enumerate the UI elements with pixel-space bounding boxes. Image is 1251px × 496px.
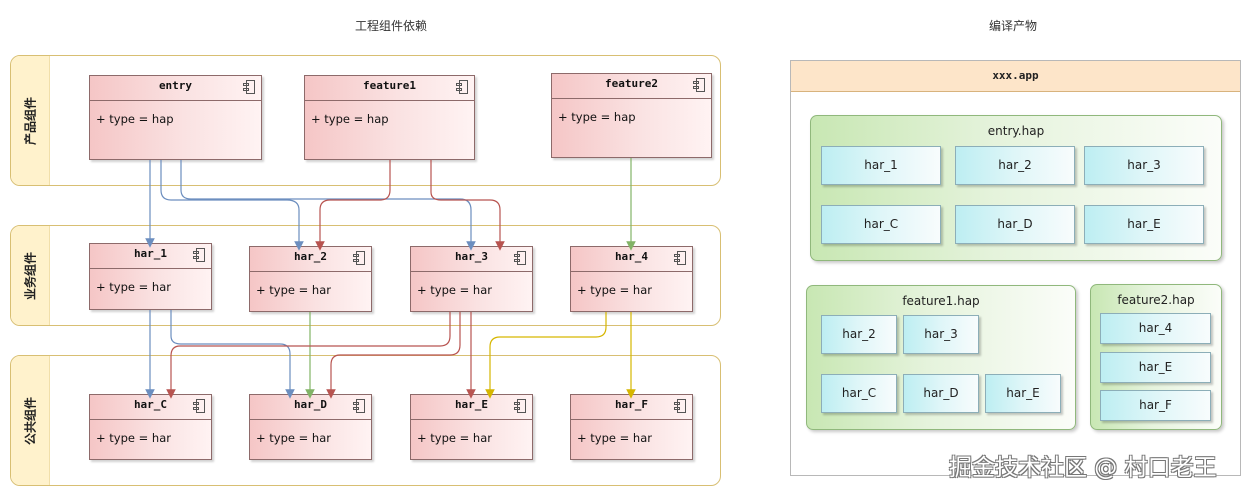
component-har-f-name: har_F bbox=[614, 398, 649, 411]
common-lane-label: 公共组件 bbox=[23, 396, 38, 445]
component-entry[interactable]: entry + type = hap bbox=[89, 75, 262, 160]
feature2-hap-title: feature2.hap bbox=[1117, 293, 1195, 307]
feature2-hap-item: har_E bbox=[1100, 352, 1211, 383]
component-feature1[interactable]: feature1 + type = hap bbox=[304, 75, 475, 160]
component-har-d-attribute: + type = har bbox=[256, 431, 331, 445]
component-har-f[interactable]: har_F + type = har bbox=[570, 394, 693, 460]
component-icon bbox=[456, 80, 468, 94]
feature1-hap-item: har_2 bbox=[821, 315, 897, 354]
feature2-hap-item: har_F bbox=[1100, 390, 1211, 421]
component-har-e-name: har_E bbox=[454, 398, 489, 411]
component-icon bbox=[193, 248, 205, 262]
entry-hap-item: har_C bbox=[821, 205, 941, 244]
component-feature2-header: feature2 bbox=[552, 74, 711, 99]
component-har-c-name: har_C bbox=[133, 398, 168, 411]
component-har-3[interactable]: har_3 + type = har bbox=[410, 246, 533, 312]
component-har-3-name: har_3 bbox=[454, 250, 489, 263]
component-har-1-attribute: + type = har bbox=[96, 280, 171, 294]
component-har-4-header: har_4 bbox=[571, 247, 692, 272]
component-icon bbox=[674, 399, 686, 413]
component-har-3-attribute: + type = har bbox=[417, 283, 492, 297]
component-feature2-name: feature2 bbox=[605, 77, 658, 90]
common-lane-header: 公共组件 bbox=[11, 356, 50, 485]
component-feature2[interactable]: feature2 + type = hap bbox=[551, 73, 712, 158]
component-har-2-attribute: + type = har bbox=[256, 283, 331, 297]
feature1-hap-item: har_C bbox=[821, 374, 897, 413]
feature1-hap-title: feature1.hap bbox=[902, 294, 980, 308]
component-har-d-header: har_D bbox=[250, 395, 371, 420]
component-entry-attribute: + type = hap bbox=[96, 112, 174, 126]
feature1-hap-item: har_3 bbox=[903, 315, 979, 354]
feature2-hap-item: har_4 bbox=[1100, 313, 1211, 344]
component-har-1-name: har_1 bbox=[133, 247, 168, 260]
app-title: xxx.app bbox=[992, 69, 1039, 82]
business-lane-header: 业务组件 bbox=[11, 226, 50, 325]
component-har-c-header: har_C bbox=[90, 395, 211, 420]
component-feature1-attribute: + type = hap bbox=[311, 112, 389, 126]
entry-hap-item: har_E bbox=[1084, 205, 1204, 244]
component-har-4-name: har_4 bbox=[614, 250, 649, 263]
component-har-1-header: har_1 bbox=[90, 244, 211, 269]
entry-hap-item: har_3 bbox=[1084, 146, 1204, 185]
component-icon bbox=[674, 251, 686, 265]
product-lane-label: 产品组件 bbox=[23, 96, 38, 145]
product-lane-header: 产品组件 bbox=[11, 56, 50, 185]
feature1-hap-item: har_E bbox=[985, 374, 1061, 413]
component-har-f-attribute: + type = har bbox=[577, 431, 652, 445]
component-har-e-header: har_E bbox=[411, 395, 532, 420]
component-har-2-header: har_2 bbox=[250, 247, 371, 272]
component-icon bbox=[514, 251, 526, 265]
component-icon bbox=[193, 399, 205, 413]
component-icon bbox=[693, 78, 705, 92]
component-har-c[interactable]: har_C + type = har bbox=[89, 394, 212, 460]
entry-hap-item: har_D bbox=[955, 205, 1075, 244]
component-har-d-name: har_D bbox=[293, 398, 328, 411]
component-feature1-header: feature1 bbox=[305, 76, 474, 101]
business-lane-label: 业务组件 bbox=[23, 251, 38, 300]
component-feature1-name: feature1 bbox=[363, 79, 416, 92]
component-icon bbox=[243, 80, 255, 94]
component-har-4[interactable]: har_4 + type = har bbox=[570, 246, 693, 312]
entry-hap-item: har_1 bbox=[821, 146, 941, 185]
component-har-2[interactable]: har_2 + type = har bbox=[249, 246, 372, 312]
watermark: 掘金技术社区 @ 村口老王 bbox=[949, 455, 1217, 481]
component-entry-header: entry bbox=[90, 76, 261, 101]
component-har-4-attribute: + type = har bbox=[577, 283, 652, 297]
build-output-title: 编译产物 bbox=[989, 19, 1038, 33]
component-har-e-attribute: + type = har bbox=[417, 431, 492, 445]
component-har-1[interactable]: har_1 + type = har bbox=[89, 243, 212, 310]
component-feature2-attribute: + type = hap bbox=[558, 110, 636, 124]
component-har-c-attribute: + type = har bbox=[96, 431, 171, 445]
entry-hap-item: har_2 bbox=[955, 146, 1075, 185]
component-entry-name: entry bbox=[158, 79, 193, 92]
component-har-e[interactable]: har_E + type = har bbox=[410, 394, 533, 460]
component-har-3-header: har_3 bbox=[411, 247, 532, 272]
component-har-f-header: har_F bbox=[571, 395, 692, 420]
component-icon bbox=[353, 251, 365, 265]
component-icon bbox=[353, 399, 365, 413]
component-har-d[interactable]: har_D + type = har bbox=[249, 394, 372, 460]
entry-hap-title: entry.hap bbox=[987, 124, 1045, 138]
app-header: xxx.app bbox=[791, 61, 1240, 92]
dependency-title: 工程组件依赖 bbox=[355, 19, 428, 33]
feature1-hap-item: har_D bbox=[903, 374, 979, 413]
component-har-2-name: har_2 bbox=[293, 250, 328, 263]
component-icon bbox=[514, 399, 526, 413]
